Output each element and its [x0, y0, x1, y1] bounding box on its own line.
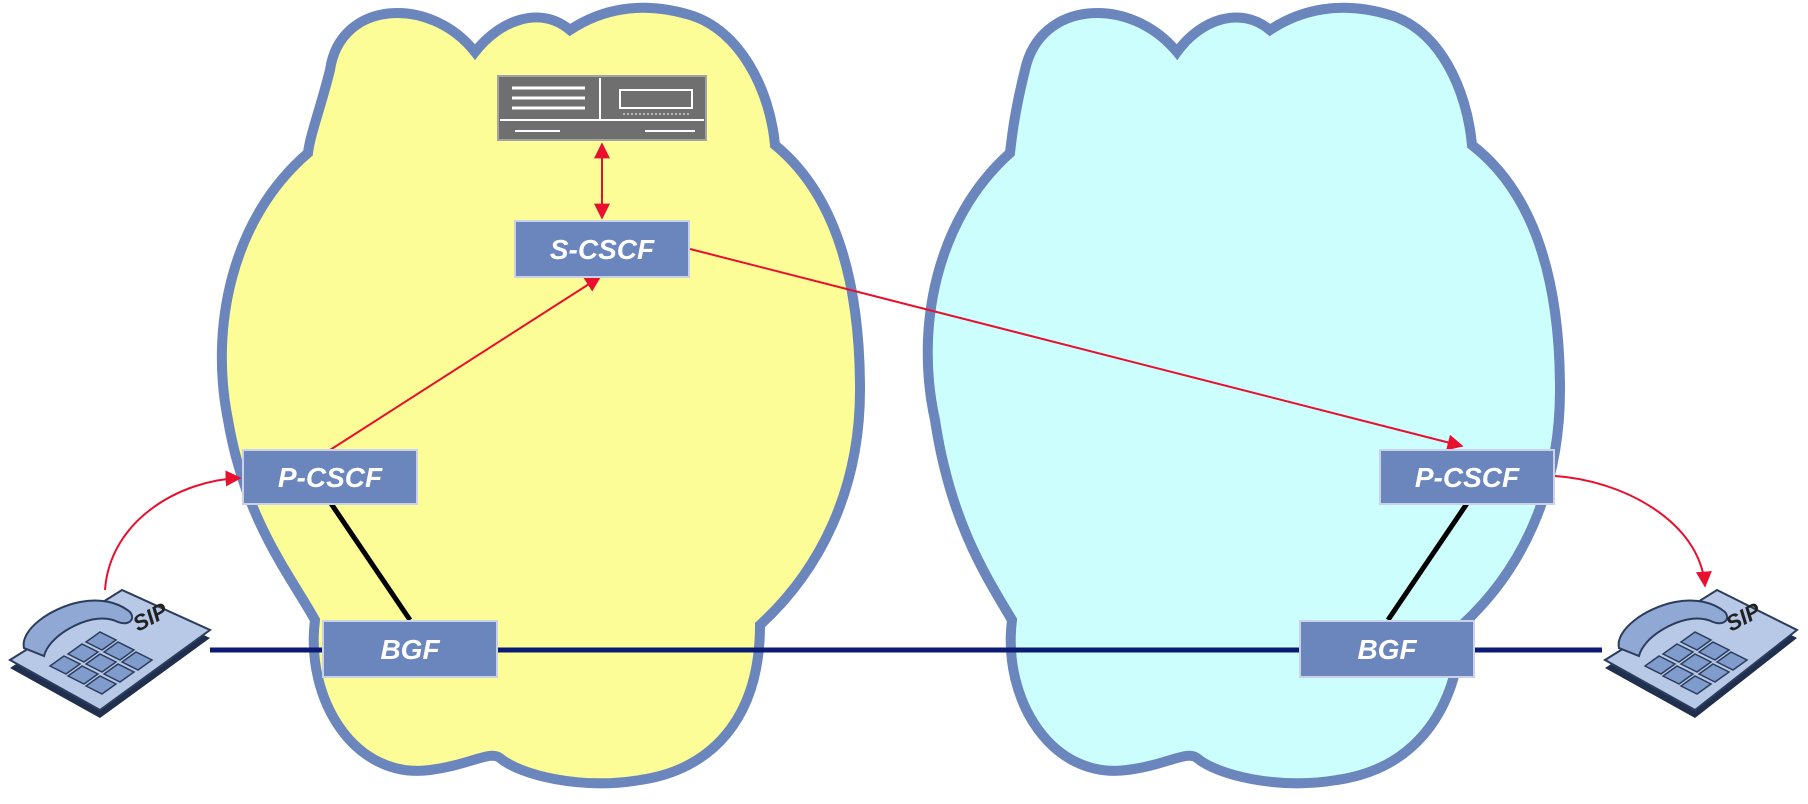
p-cscf-right-label: P-CSCF [1415, 462, 1520, 493]
p-cscf-left-label: P-CSCF [278, 462, 383, 493]
sip-phone-left-icon[interactable]: SIP [8, 588, 212, 718]
bgf-right-node[interactable]: BGF [1299, 620, 1475, 678]
sip-phone-right-icon[interactable]: SIP [1603, 588, 1799, 718]
signal-scscf-to-remote-pcscf [689, 248, 1464, 451]
s-cscf-label: S-CSCF [550, 234, 655, 265]
s-cscf-node[interactable]: S-CSCF [514, 220, 690, 278]
bearer-link-right [1385, 500, 1471, 622]
server-icon [497, 75, 707, 141]
bgf-left-node[interactable]: BGF [322, 620, 498, 678]
bgf-left-label: BGF [380, 634, 440, 665]
signal-pcscf-to-phone [1554, 475, 1712, 588]
bgf-right-label: BGF [1357, 634, 1417, 665]
signal-pcscf-to-scscf [329, 276, 602, 451]
right-network-cloud [922, 2, 1566, 789]
p-cscf-left-node[interactable]: P-CSCF [242, 449, 418, 505]
p-cscf-right-node[interactable]: P-CSCF [1379, 449, 1555, 505]
bearer-link-left [327, 500, 413, 622]
left-network-cloud [216, 2, 866, 789]
signal-phone-to-pcscf [104, 470, 242, 591]
